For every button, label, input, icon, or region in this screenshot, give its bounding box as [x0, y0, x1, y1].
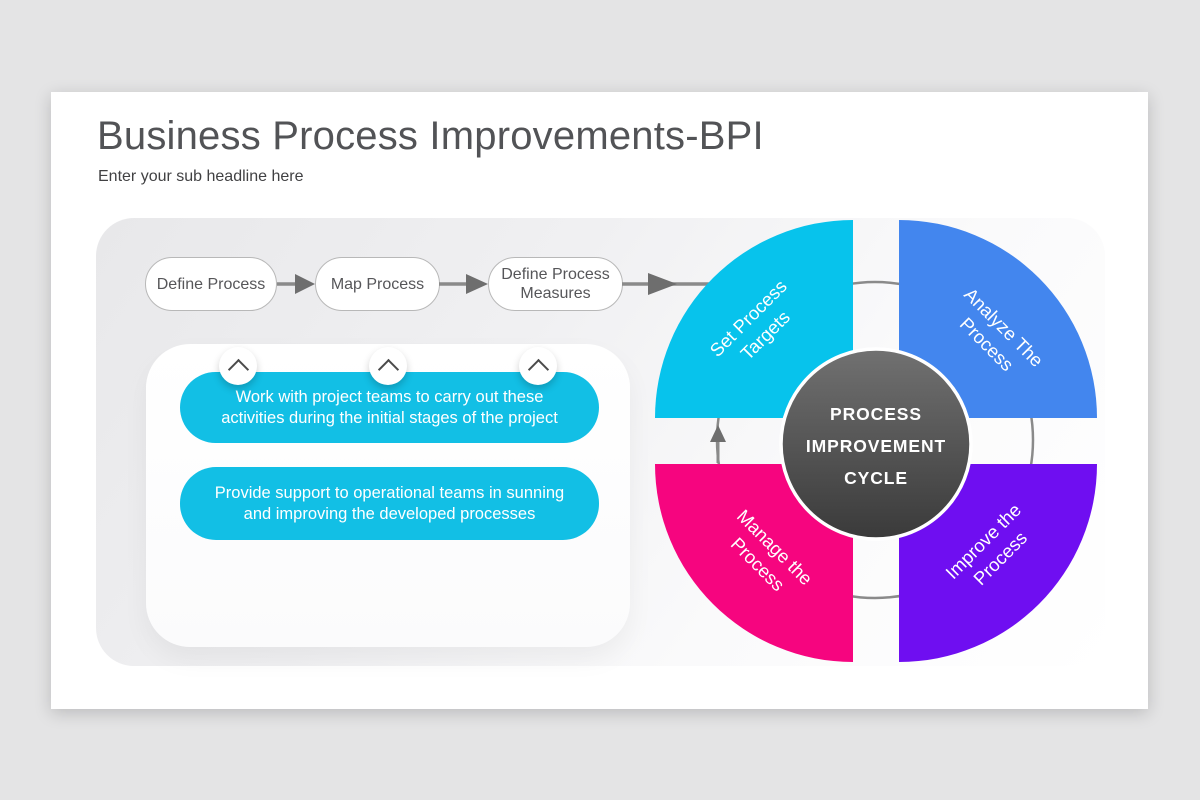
flow-step-map-process: Map Process: [315, 257, 440, 311]
chevron-up-icon: [377, 358, 399, 380]
note-box-2: Provide support to operational teams in …: [180, 467, 599, 540]
flow-step-label: Define Process: [156, 275, 266, 293]
cycle-center-line: CYCLE: [844, 468, 908, 488]
flow-step-define-process: Define Process: [145, 257, 277, 311]
chevron-badge: [369, 347, 407, 385]
quadrant-improve-the-process: [899, 464, 1097, 662]
page-title: Business Process Improvements-BPI: [97, 114, 764, 158]
chevron-badge: [219, 347, 257, 385]
cycle-up-arrow-icon: [710, 425, 726, 463]
cycle-center-line: PROCESS: [830, 404, 922, 424]
flow-arrow-icon: [439, 274, 488, 294]
cycle-center-circle: [779, 347, 973, 541]
quadrant-manage-the-process: [655, 464, 853, 662]
process-improvement-cycle-diagram: PROCESS IMPROVEMENT CYCLE: [622, 220, 1097, 662]
flow-step-label: Map Process: [330, 275, 425, 293]
flow-arrow-long-icon: [622, 273, 710, 295]
slide: Business Process Improvements-BPI Enter …: [51, 92, 1148, 709]
page-subtitle: Enter your sub headline here: [98, 168, 304, 185]
quadrant-set-process-targets: [655, 220, 853, 418]
flow-arrow-icon: [277, 274, 315, 294]
flow-step-define-process-measures: Define Process Measures: [488, 257, 623, 311]
flow-step-label: Define Process Measures: [501, 266, 610, 302]
note-text: Work with project teams to carry out the…: [221, 388, 558, 427]
chevron-up-icon: [227, 358, 249, 380]
note-text: Provide support to operational teams in …: [214, 484, 565, 523]
cycle-center-line: IMPROVEMENT: [806, 436, 946, 456]
quadrant-analyze-the-process: [899, 220, 1097, 418]
chevron-badge: [519, 347, 557, 385]
chevron-up-icon: [527, 358, 549, 380]
